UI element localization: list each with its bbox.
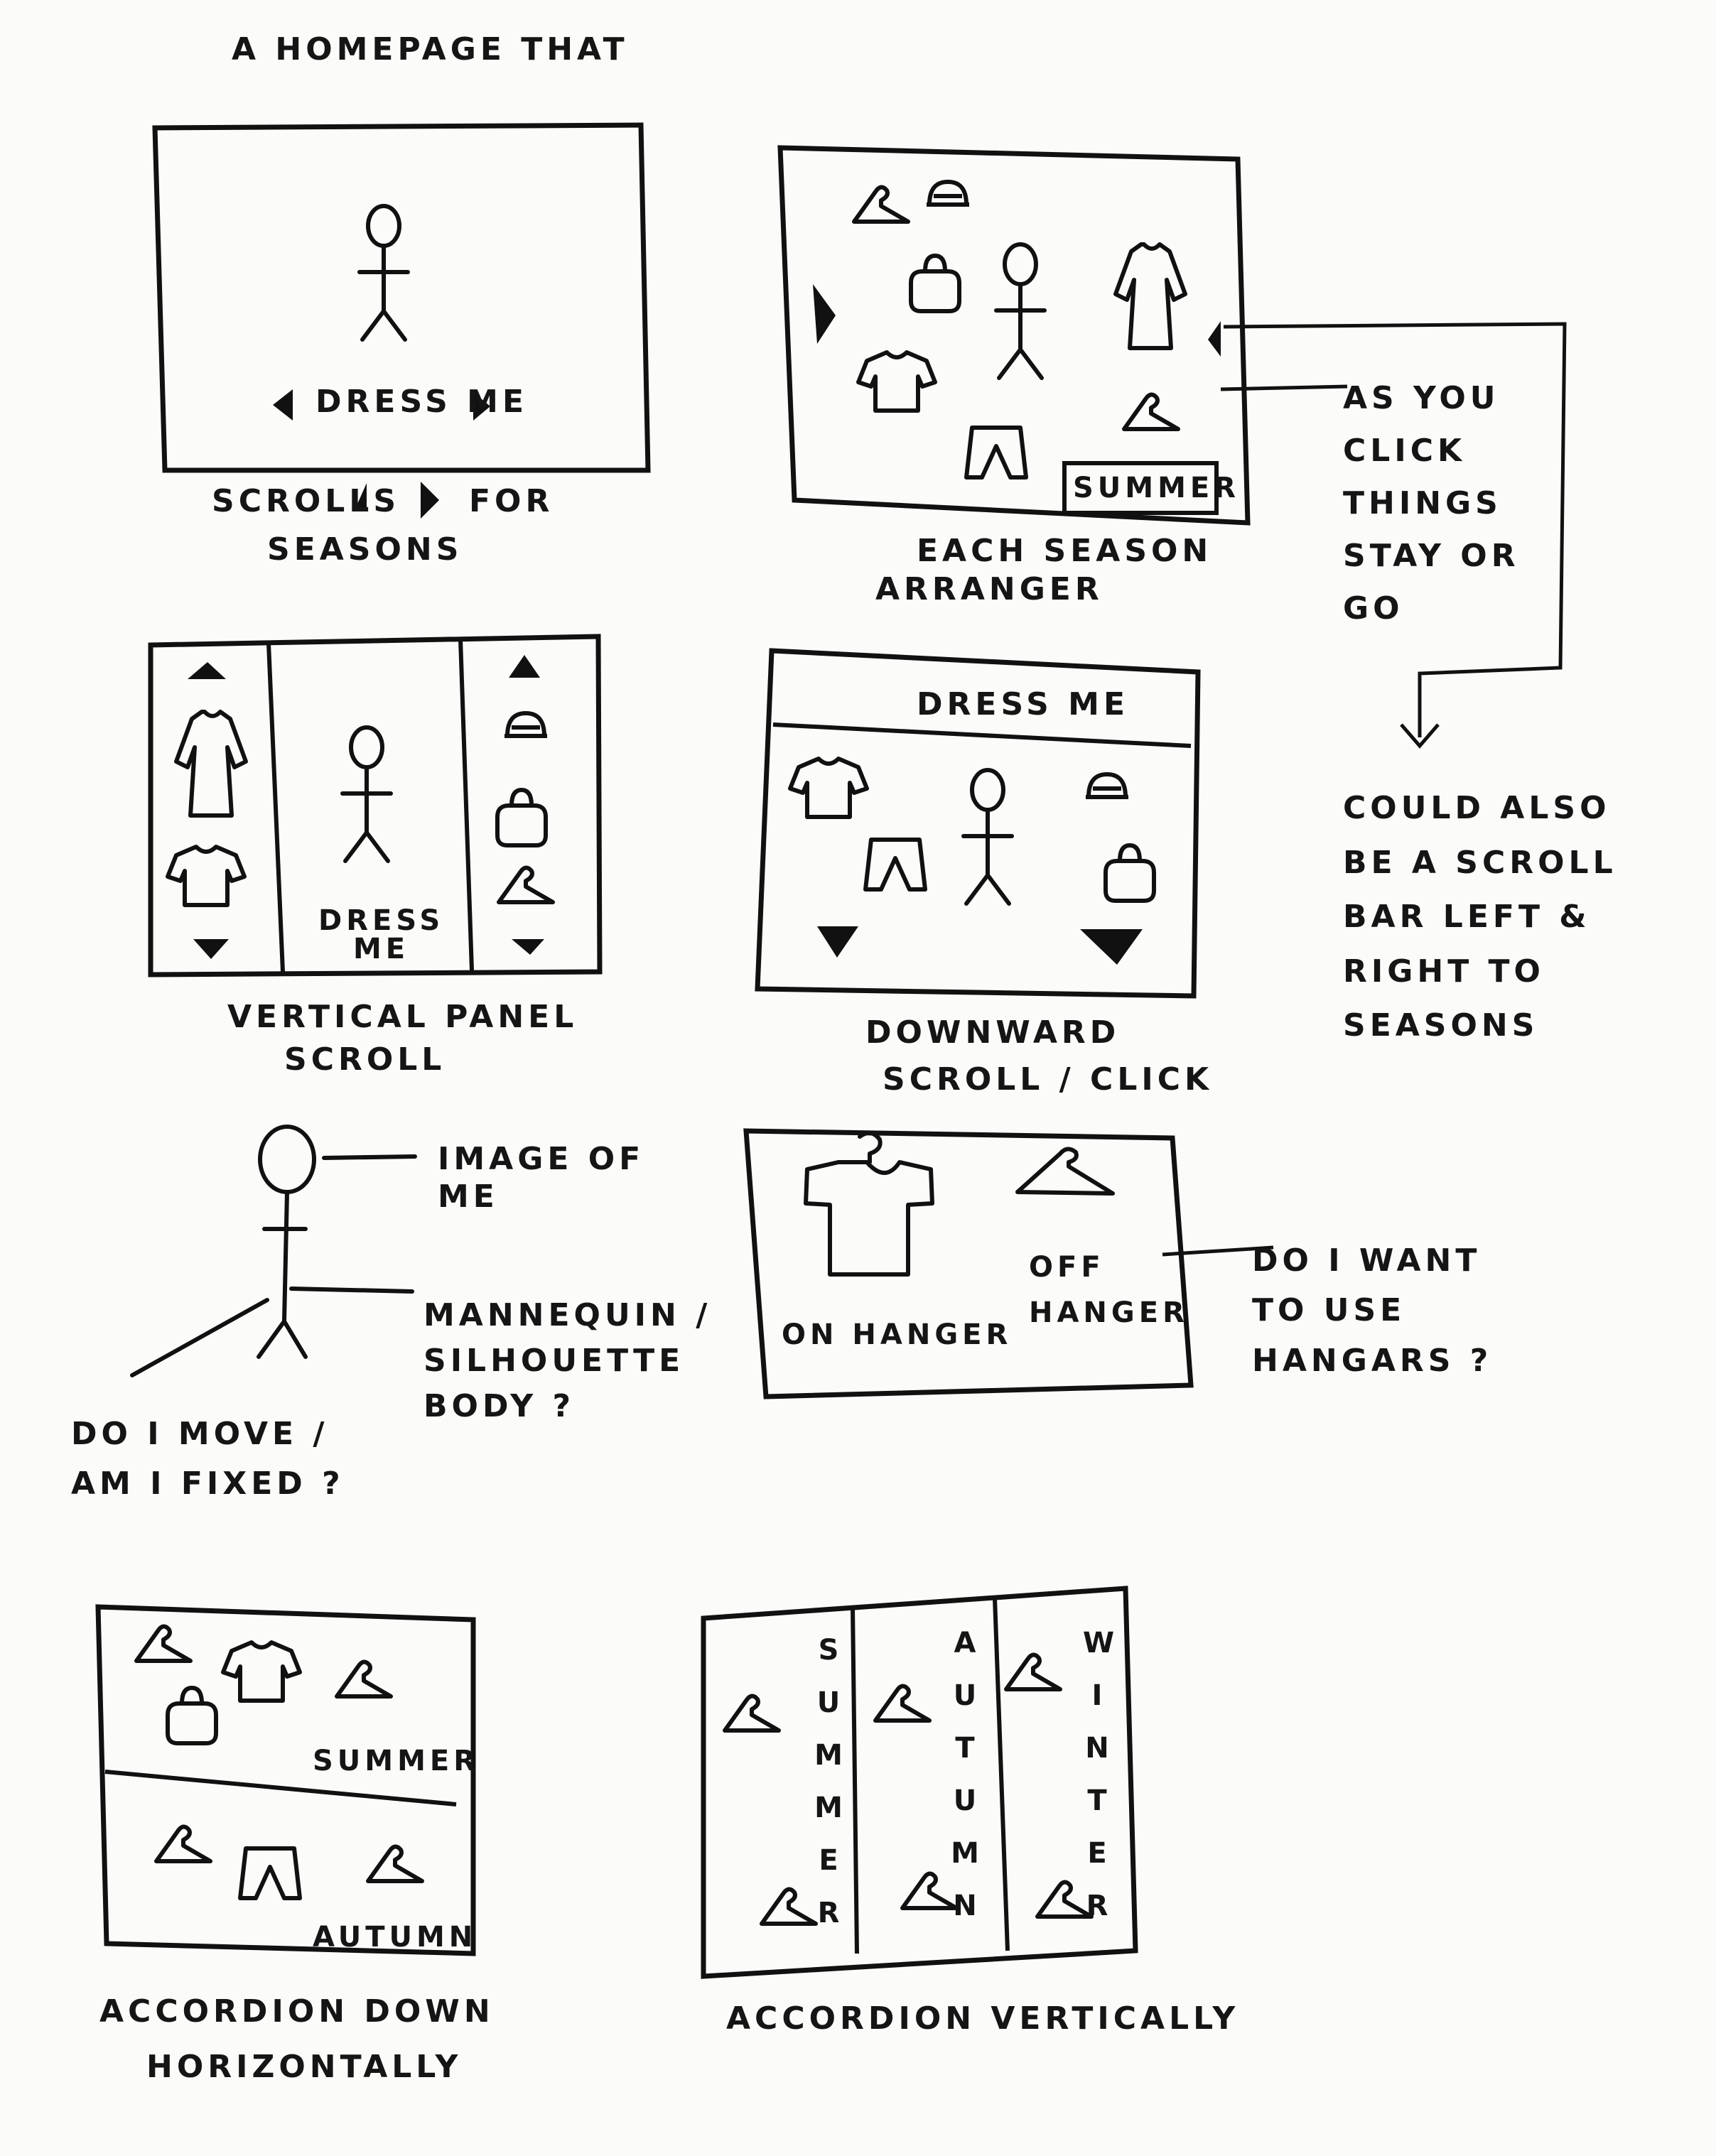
scroll-bar-note: COULD ALSO BE A SCROLL BAR LEFT & RIGHT … [1343,790,1617,1044]
on-hanger-label: ON HANGER [782,1318,1013,1351]
hangers-question: DO I WANT TO USE HANGARS ? [1252,1242,1493,1379]
accordion-autumn-label[interactable]: AUTUMN [313,1921,477,1954]
header-dress-me[interactable]: DRESS ME [917,686,1130,722]
image-of-me-note: IMAGE OF ME [438,1141,645,1215]
off-hanger-label: OFF HANGER [1029,1251,1189,1329]
sketch2-caption-2: ARRANGER [875,571,1103,607]
accordion-h-caption-2: HORIZONTALLY [146,2049,463,2085]
accordion-v-caption: ACCORDION VERTICALLY [726,2000,1240,2037]
accordion-col-summer[interactable]: SUMMER [814,1634,843,1929]
sketch1-caption-2: FOR [469,483,554,519]
accordion-col-autumn[interactable]: AUTUMN [951,1627,979,1922]
accordion-summer-label[interactable]: SUMMER [313,1745,480,1777]
mannequin-note: MANNEQUIN / SILHOUETTE BODY ? [423,1297,712,1424]
sketch3-caption-1: VERTICAL PANEL [227,999,578,1035]
sketch3-caption-2: SCROLL [284,1041,446,1078]
dress-me-button[interactable]: DRESS ME [315,384,529,420]
accordion-col-winter[interactable]: WINTER [1083,1627,1115,1922]
sketch1-caption-3: SEASONS [267,531,463,568]
sketch2-caption-1: EACH SEASON [917,533,1213,569]
stay-or-go-note: AS YOU CLICK THINGS STAY OR GO [1343,380,1520,627]
accordion-h-caption-1: ACCORDION DOWN [99,1993,495,2030]
panel-dress-me-label[interactable]: DRESS ME [318,904,445,965]
page-title: A HOMEPAGE THAT [232,31,629,67]
sketch4-caption-1: DOWNWARD [865,1014,1121,1051]
sketch1-caption-1: SCROLLS [212,483,401,519]
season-tag[interactable]: SUMMER [1073,472,1241,504]
move-fixed-note: DO I MOVE / AM I FIXED ? [71,1416,345,1502]
sketch4-caption-2: SCROLL / CLICK [883,1061,1214,1098]
